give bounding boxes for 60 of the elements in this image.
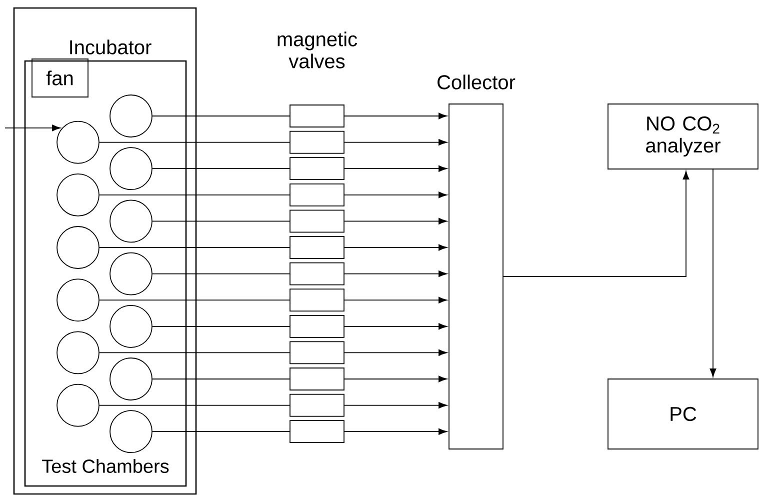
connector-line xyxy=(99,404,290,406)
arrow xyxy=(344,376,448,382)
arrow xyxy=(344,296,448,304)
arrow xyxy=(503,170,690,277)
chamber-circle xyxy=(110,94,152,138)
connector-line xyxy=(99,352,290,354)
chamber-circle xyxy=(110,410,152,454)
valve-box xyxy=(290,157,344,180)
chamber-circle xyxy=(110,147,152,190)
chamber-circle xyxy=(110,252,152,296)
connector-line xyxy=(99,194,290,196)
valve-label: magnetic valves xyxy=(278,32,358,68)
valve-box xyxy=(290,104,344,128)
chamber-circle xyxy=(56,331,100,374)
connector-line xyxy=(99,142,290,143)
valve-box xyxy=(290,183,344,206)
valve-box xyxy=(290,210,344,233)
arrow xyxy=(344,165,448,172)
collector-box: Collector xyxy=(438,74,516,450)
valve-box xyxy=(290,394,344,417)
arrow xyxy=(4,124,61,132)
valve-box xyxy=(290,420,344,444)
connector-line xyxy=(152,431,290,432)
connector-line xyxy=(152,168,290,170)
valve-box xyxy=(290,314,344,338)
valve-box xyxy=(290,288,344,312)
connector-line xyxy=(99,300,290,301)
arrow xyxy=(344,112,448,120)
arrow xyxy=(344,323,448,330)
chamber-circle xyxy=(56,120,100,164)
valve-box xyxy=(290,130,344,154)
connector-line xyxy=(99,247,290,248)
chamber-circle xyxy=(110,200,152,243)
node-label: Collector xyxy=(438,74,516,90)
arrow xyxy=(344,270,448,277)
chamber-circle xyxy=(56,173,100,216)
fan-box: fan xyxy=(32,58,88,98)
device-box: NO CO$_{2}$ analyzer xyxy=(608,104,758,170)
valve-box xyxy=(290,341,344,364)
valve-box xyxy=(290,262,344,286)
connector-line xyxy=(152,220,290,222)
chamber-circle xyxy=(56,278,100,322)
arrow xyxy=(344,350,448,356)
connector-line xyxy=(152,273,290,274)
chamber-circle xyxy=(110,304,152,348)
chamber-circle xyxy=(56,226,100,269)
valve-box xyxy=(290,236,344,259)
arrow xyxy=(710,169,716,377)
connector-line xyxy=(152,378,290,380)
arrow xyxy=(344,139,448,146)
arrow xyxy=(344,192,448,198)
arrow xyxy=(344,428,448,435)
arrow xyxy=(344,402,448,408)
device-box: PC xyxy=(608,378,758,450)
arrow xyxy=(344,218,448,224)
chamber-circle xyxy=(56,384,100,427)
chamber-circle xyxy=(110,358,152,400)
valve-box xyxy=(290,368,344,390)
connector-line xyxy=(152,326,290,327)
arrow xyxy=(344,244,448,251)
